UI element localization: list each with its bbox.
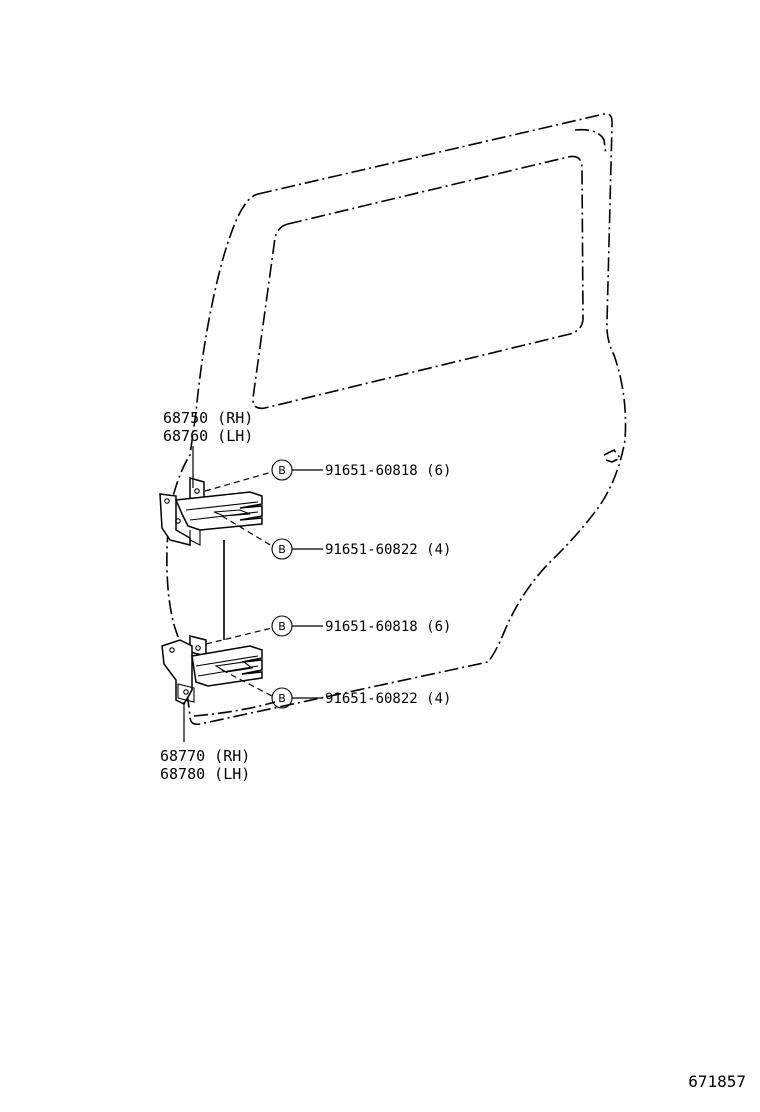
upper-door-hinge bbox=[159, 477, 263, 546]
upper-bolt-b-letter: B bbox=[278, 543, 286, 556]
upper-bolt-a-leader bbox=[204, 471, 273, 492]
upper-bolt-b-symbol: B bbox=[271, 538, 293, 560]
upper-part-rh: 68750 (RH) bbox=[163, 409, 253, 427]
lower-bolt-a-leader bbox=[205, 627, 273, 645]
lower-door-hinge bbox=[161, 635, 263, 705]
door-window-frame bbox=[252, 155, 584, 410]
upper-bolt-a-letter: B bbox=[278, 464, 286, 477]
rear-door-outline bbox=[166, 112, 627, 726]
lower-bolt-b-callout: 91651-60822 (4) bbox=[325, 691, 451, 707]
upper-bolt-a-callout: 91651-60818 (6) bbox=[325, 463, 451, 479]
upper-bolt-b-callout: 91651-60822 (4) bbox=[325, 542, 451, 558]
lower-bolt-a-symbol: B bbox=[271, 615, 293, 637]
upper-bolt-a-symbol: B bbox=[271, 459, 293, 481]
lower-bolt-b-letter: B bbox=[278, 692, 286, 705]
upper-part-lh: 68760 (LH) bbox=[163, 427, 253, 445]
lower-part-lh: 68780 (LH) bbox=[160, 765, 250, 783]
lower-bolt-b-symbol: B bbox=[271, 687, 293, 709]
diagram-reference-number: 671857 bbox=[688, 1072, 746, 1091]
lower-bolt-a-letter: B bbox=[278, 620, 286, 633]
lower-part-rh: 68770 (RH) bbox=[160, 747, 250, 765]
lower-bolt-a-callout: 91651-60818 (6) bbox=[325, 619, 451, 635]
